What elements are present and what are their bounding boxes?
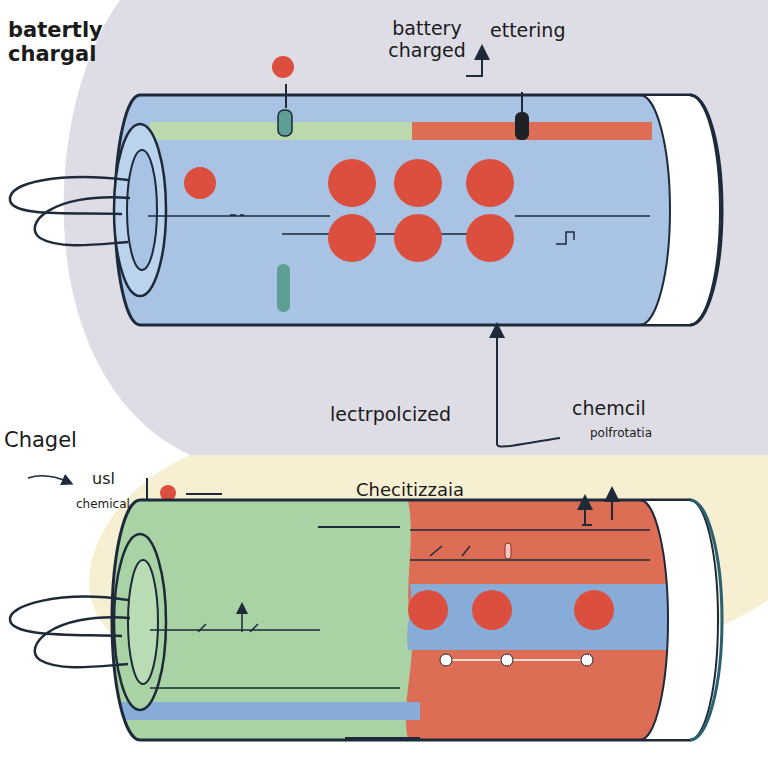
label-text: chemical [76, 498, 130, 512]
top-battery-part [277, 264, 290, 312]
label-text: polfrotatia [590, 427, 652, 441]
bottom-battery-part [241, 608, 243, 632]
top-battery-part [328, 214, 376, 262]
bottom-battery-part [505, 543, 511, 559]
label-text: batertly chargal [8, 18, 118, 66]
top-battery-part [127, 150, 157, 270]
bottom-battery-part-part [120, 702, 420, 720]
bottom-battery-part [640, 500, 718, 740]
label-text: Chagel [4, 428, 77, 452]
top-battery-part [394, 214, 442, 262]
bottom-battery-part [318, 526, 400, 528]
label-text: usl [92, 470, 115, 488]
leader-line-part [186, 493, 222, 495]
top-battery-part [690, 95, 722, 325]
label-text: Checitizzaia [356, 480, 464, 501]
bottom-battery-part [440, 654, 452, 666]
top-battery-part [328, 159, 376, 207]
bottom-battery-part [408, 590, 448, 630]
bottom-battery-part [472, 590, 512, 630]
top-battery-part [394, 159, 442, 207]
bottom-battery-part-part [406, 500, 700, 740]
top-battery-part [272, 56, 294, 78]
bottom-battery-part [120, 500, 700, 740]
leader-line-part [28, 476, 68, 482]
bottom-battery-part [430, 546, 470, 556]
leader-line-part [466, 52, 482, 76]
top-battery-part [115, 95, 690, 325]
top-battery-part [114, 124, 166, 296]
top-battery-part [515, 112, 529, 140]
top-battery-part [412, 122, 652, 140]
bottom-battery-part [501, 654, 513, 666]
label-text: lectrpolcized [330, 404, 451, 426]
bottom-battery-part [581, 654, 593, 666]
top-battery-part [35, 197, 130, 245]
bottom-battery-part [574, 590, 614, 630]
bottom-battery-part [114, 534, 166, 710]
bottom-battery-part [345, 737, 420, 739]
leader-line-part [496, 330, 498, 444]
top-battery-part [285, 84, 287, 108]
top-battery-part [184, 167, 216, 199]
bottom-battery-part [611, 494, 613, 520]
top-battery-part [10, 177, 128, 214]
bottom-battery-part [446, 659, 590, 661]
bottom-battery-part [128, 560, 158, 684]
bottom-battery-part [198, 624, 258, 632]
bottom-battery-part-part [407, 584, 700, 650]
bottom-battery-part [150, 530, 650, 688]
top-battery-part [466, 159, 514, 207]
top-battery-part [278, 110, 292, 136]
bottom-battery-part [35, 617, 130, 667]
bottom-battery [10, 494, 722, 740]
bottom-battery-part [690, 500, 722, 740]
label-text: chemcil [572, 398, 646, 420]
top-battery-part [466, 214, 514, 262]
top-battery [10, 56, 722, 325]
leader-line-part [497, 438, 560, 446]
label-text: battery charged [368, 18, 486, 62]
bottom-battery-part [582, 524, 592, 526]
bottom-battery-part [112, 500, 690, 740]
leader-line [28, 52, 560, 508]
bottom-battery-part [584, 502, 586, 525]
top-battery-part [521, 92, 523, 112]
top-battery-part [556, 232, 574, 244]
background-region-part [64, 0, 768, 455]
top-battery-part [640, 95, 720, 325]
label-text: ettering [490, 20, 565, 42]
